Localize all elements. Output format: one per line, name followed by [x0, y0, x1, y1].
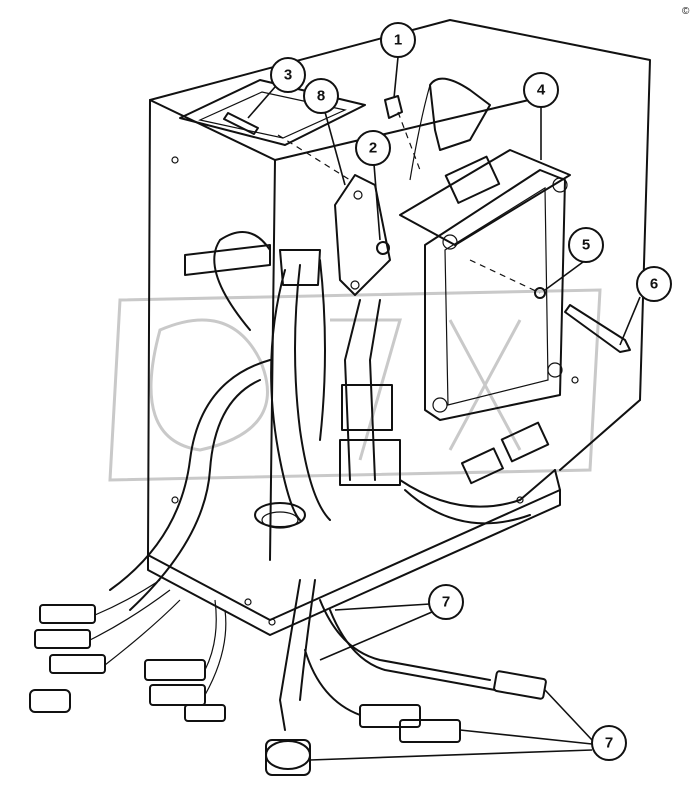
callout-8: 8 — [303, 78, 339, 114]
wire-harness — [109, 231, 556, 611]
svg-text:4: 4 — [537, 82, 546, 99]
svg-text:8: 8 — [317, 88, 325, 105]
washer-5 — [534, 287, 546, 299]
controller-module — [399, 149, 571, 421]
svg-text:1: 1 — [394, 32, 402, 49]
svg-text:2: 2 — [369, 140, 377, 157]
callout-7-lower: 7 — [591, 725, 627, 761]
callout-5: 5 — [568, 227, 604, 263]
svg-text:7: 7 — [605, 735, 613, 752]
svg-text:7: 7 — [442, 594, 450, 611]
top-connector — [409, 77, 491, 181]
connector-block-upper — [341, 384, 393, 431]
svg-text:5: 5 — [582, 237, 590, 254]
callout-3: 3 — [270, 57, 306, 93]
fasteners — [223, 95, 631, 353]
lower-harness — [265, 579, 547, 776]
callout-2: 2 — [355, 130, 391, 166]
watermark — [108, 288, 602, 482]
left-connector-group — [29, 579, 227, 722]
fuse-3 — [223, 112, 259, 135]
svg-text:6: 6 — [650, 276, 658, 293]
callout-1: 1 — [380, 22, 416, 58]
bolt-6 — [564, 304, 631, 353]
svg-text:3: 3 — [284, 67, 292, 84]
callout-6: 6 — [636, 266, 672, 302]
connector-block-lower — [339, 439, 401, 486]
leader-lines — [247, 56, 641, 761]
callout-4: 4 — [523, 72, 559, 108]
copyright-mark: © — [682, 6, 690, 17]
mounting-bracket — [334, 174, 391, 296]
cabinet-box — [147, 19, 651, 636]
callout-7-upper: 7 — [428, 584, 464, 620]
nut-2 — [376, 241, 390, 255]
